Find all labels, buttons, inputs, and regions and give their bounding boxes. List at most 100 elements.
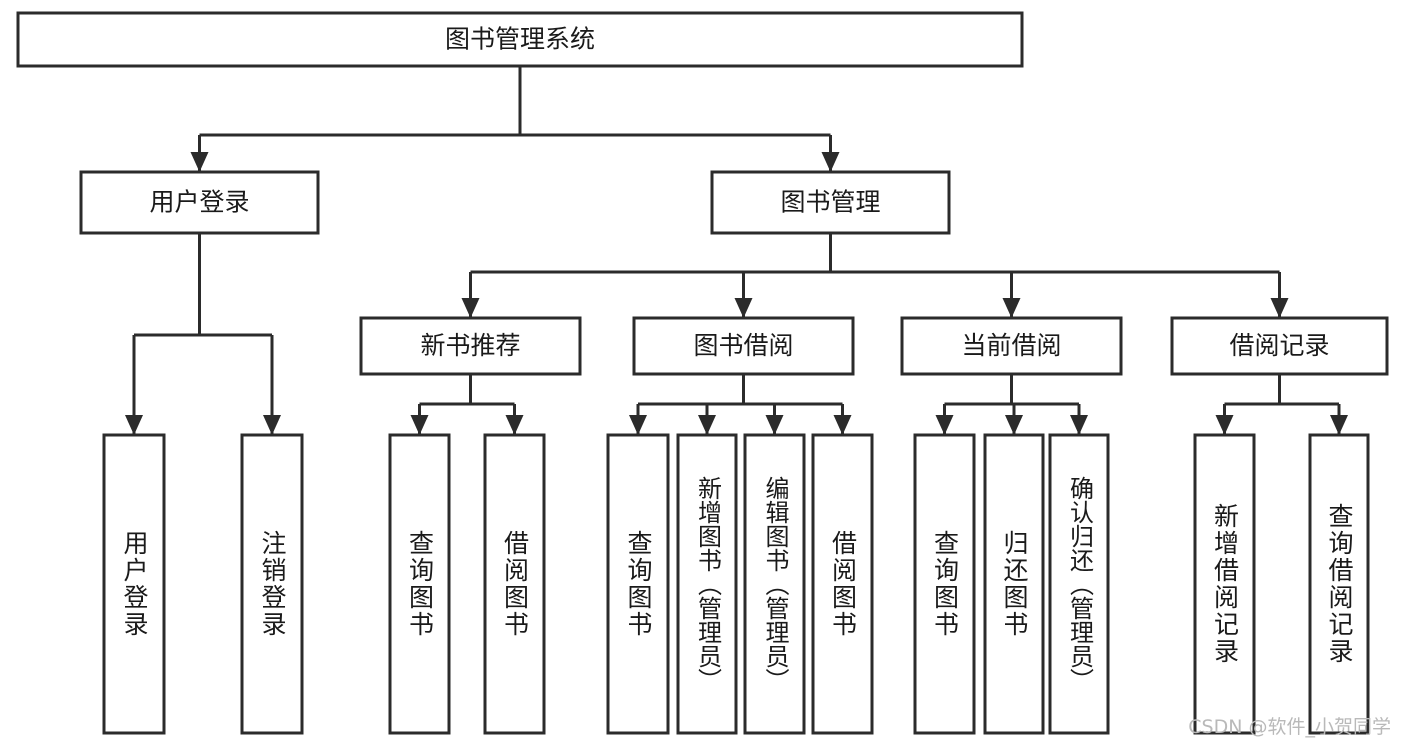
node-l-nb-query[interactable] (388, 433, 451, 735)
node-l-logout[interactable] (240, 433, 304, 735)
node-box-l-rc-add[interactable] (1193, 433, 1256, 735)
arrow-head-login (190, 152, 209, 172)
arrow-head-l-cb-return (1005, 415, 1023, 435)
node-box-l-bw-add[interactable] (676, 433, 738, 735)
node-label-l-nb-query: 查询图书 (405, 530, 435, 638)
arrow-head-current (1002, 298, 1021, 318)
node-current[interactable]: 当前借阅 (900, 316, 1123, 376)
node-label-root: 图书管理系统 (445, 25, 595, 54)
node-root[interactable]: 图书管理系统 (16, 11, 1024, 68)
node-box-bookmgmt[interactable] (710, 170, 951, 235)
node-label-l-rc-add: 新增借阅记录 (1210, 503, 1240, 665)
node-login[interactable]: 用户登录 (79, 170, 320, 235)
arrow-head-borrow (734, 298, 753, 318)
edges-layer (125, 66, 1348, 435)
node-box-l-bw-borrow[interactable] (811, 433, 874, 735)
node-box-login[interactable] (79, 170, 320, 235)
node-label-l-logout: 注销登录 (258, 530, 287, 638)
node-box-l-logout[interactable] (240, 433, 304, 735)
arrow-head-l-nb-query (410, 415, 429, 435)
node-l-cb-conf[interactable] (1048, 433, 1110, 735)
node-box-l-cb-conf[interactable] (1048, 433, 1110, 735)
node-label-l-bw-borrow: 借阅图书 (828, 530, 858, 638)
node-label-borrow: 图书借阅 (693, 331, 793, 360)
node-label-l-bw-edit: 编辑图书（管理员） (760, 476, 789, 692)
node-l-bw-add[interactable] (676, 433, 738, 735)
node-l-nb-borrow[interactable] (483, 433, 546, 735)
node-box-records[interactable] (1170, 316, 1389, 376)
node-box-l-bw-query[interactable] (606, 433, 670, 735)
node-label-l-bw-add: 新增图书（管理员） (693, 476, 722, 692)
edge-group-borrow (629, 374, 852, 435)
arrow-head-l-logout (263, 415, 281, 435)
node-box-l-cb-query[interactable] (913, 433, 976, 735)
node-l-rc-add[interactable] (1193, 433, 1256, 735)
node-bookmgmt[interactable]: 图书管理 (710, 170, 951, 235)
arrow-head-records (1270, 298, 1289, 318)
node-label-l-cb-query: 查询图书 (930, 530, 960, 638)
arrow-head-bookmgmt (821, 152, 840, 172)
node-l-bw-borrow[interactable] (811, 433, 874, 735)
arrow-head-l-bw-edit (765, 415, 784, 435)
node-newbook[interactable]: 新书推荐 (359, 316, 582, 376)
node-l-bw-edit[interactable] (743, 433, 806, 735)
node-label-wrap-l-rc-query: 查询借阅记录 (1310, 435, 1368, 733)
node-box-current[interactable] (900, 316, 1123, 376)
arrow-head-l-rc-query (1330, 415, 1348, 435)
arrow-head-newbook (461, 298, 480, 318)
node-label-wrap-l-logout: 注销登录 (242, 435, 302, 733)
node-label-l-nb-borrow: 借阅图书 (500, 530, 530, 638)
edge-group-root (190, 66, 840, 172)
node-box-l-bw-edit[interactable] (743, 433, 806, 735)
arrow-head-l-cb-conf (1070, 415, 1088, 435)
node-l-bw-query[interactable] (606, 433, 670, 735)
edge-group-current (935, 374, 1088, 435)
node-box-borrow[interactable] (632, 316, 855, 376)
node-box-newbook[interactable] (359, 316, 582, 376)
node-box-l-nb-query[interactable] (388, 433, 451, 735)
node-box-l-nb-borrow[interactable] (483, 433, 546, 735)
node-l-cb-return[interactable] (983, 433, 1045, 735)
node-label-l-cb-return: 归还图书 (1000, 530, 1029, 638)
edge-group-login (125, 233, 281, 435)
arrow-head-l-cb-query (935, 415, 954, 435)
node-label-records: 借阅记录 (1229, 331, 1329, 360)
node-label-login: 用户登录 (149, 188, 249, 217)
node-records[interactable]: 借阅记录 (1170, 316, 1389, 376)
node-label-l-rc-query: 查询借阅记录 (1325, 503, 1354, 665)
node-box-l-userlogin[interactable] (102, 433, 166, 735)
node-l-userlogin[interactable] (102, 433, 166, 735)
node-borrow[interactable]: 图书借阅 (632, 316, 855, 376)
node-label-l-bw-query: 查询图书 (624, 530, 653, 638)
node-label-l-cb-conf: 确认归还（管理员） (1065, 476, 1094, 692)
node-label-wrap-l-bw-add: 新增图书（管理员） (678, 435, 736, 733)
node-label-wrap-l-cb-return: 归还图书 (985, 435, 1043, 733)
node-label-wrap-l-bw-query: 查询图书 (608, 435, 668, 733)
arrow-head-l-bw-add (698, 415, 716, 435)
node-box-l-rc-query[interactable] (1308, 433, 1370, 735)
node-label-wrap-l-nb-borrow: 借阅图书 (485, 435, 544, 733)
edge-group-bookmgmt (461, 233, 1289, 318)
node-label-wrap-l-bw-borrow: 借阅图书 (813, 435, 872, 733)
node-label-wrap-l-userlogin: 用户登录 (104, 435, 164, 733)
arrow-head-l-bw-borrow (833, 415, 852, 435)
node-box-l-cb-return[interactable] (983, 433, 1045, 735)
node-label-wrap-l-cb-conf: 确认归还（管理员） (1050, 435, 1108, 733)
node-label-current: 当前借阅 (961, 331, 1061, 360)
node-l-rc-query[interactable] (1308, 433, 1370, 735)
arrow-head-l-rc-add (1215, 415, 1234, 435)
edge-group-newbook (410, 374, 524, 435)
arrow-head-l-userlogin (125, 415, 143, 435)
node-l-cb-query[interactable] (913, 433, 976, 735)
arrow-head-l-nb-borrow (505, 415, 524, 435)
node-label-wrap-l-rc-add: 新增借阅记录 (1195, 435, 1254, 733)
node-label-bookmgmt: 图书管理 (780, 188, 880, 217)
node-label-wrap-l-bw-edit: 编辑图书（管理员） (745, 435, 804, 733)
node-label-newbook: 新书推荐 (420, 331, 520, 360)
node-box-root[interactable] (16, 11, 1024, 68)
arrow-head-l-bw-query (629, 415, 647, 435)
